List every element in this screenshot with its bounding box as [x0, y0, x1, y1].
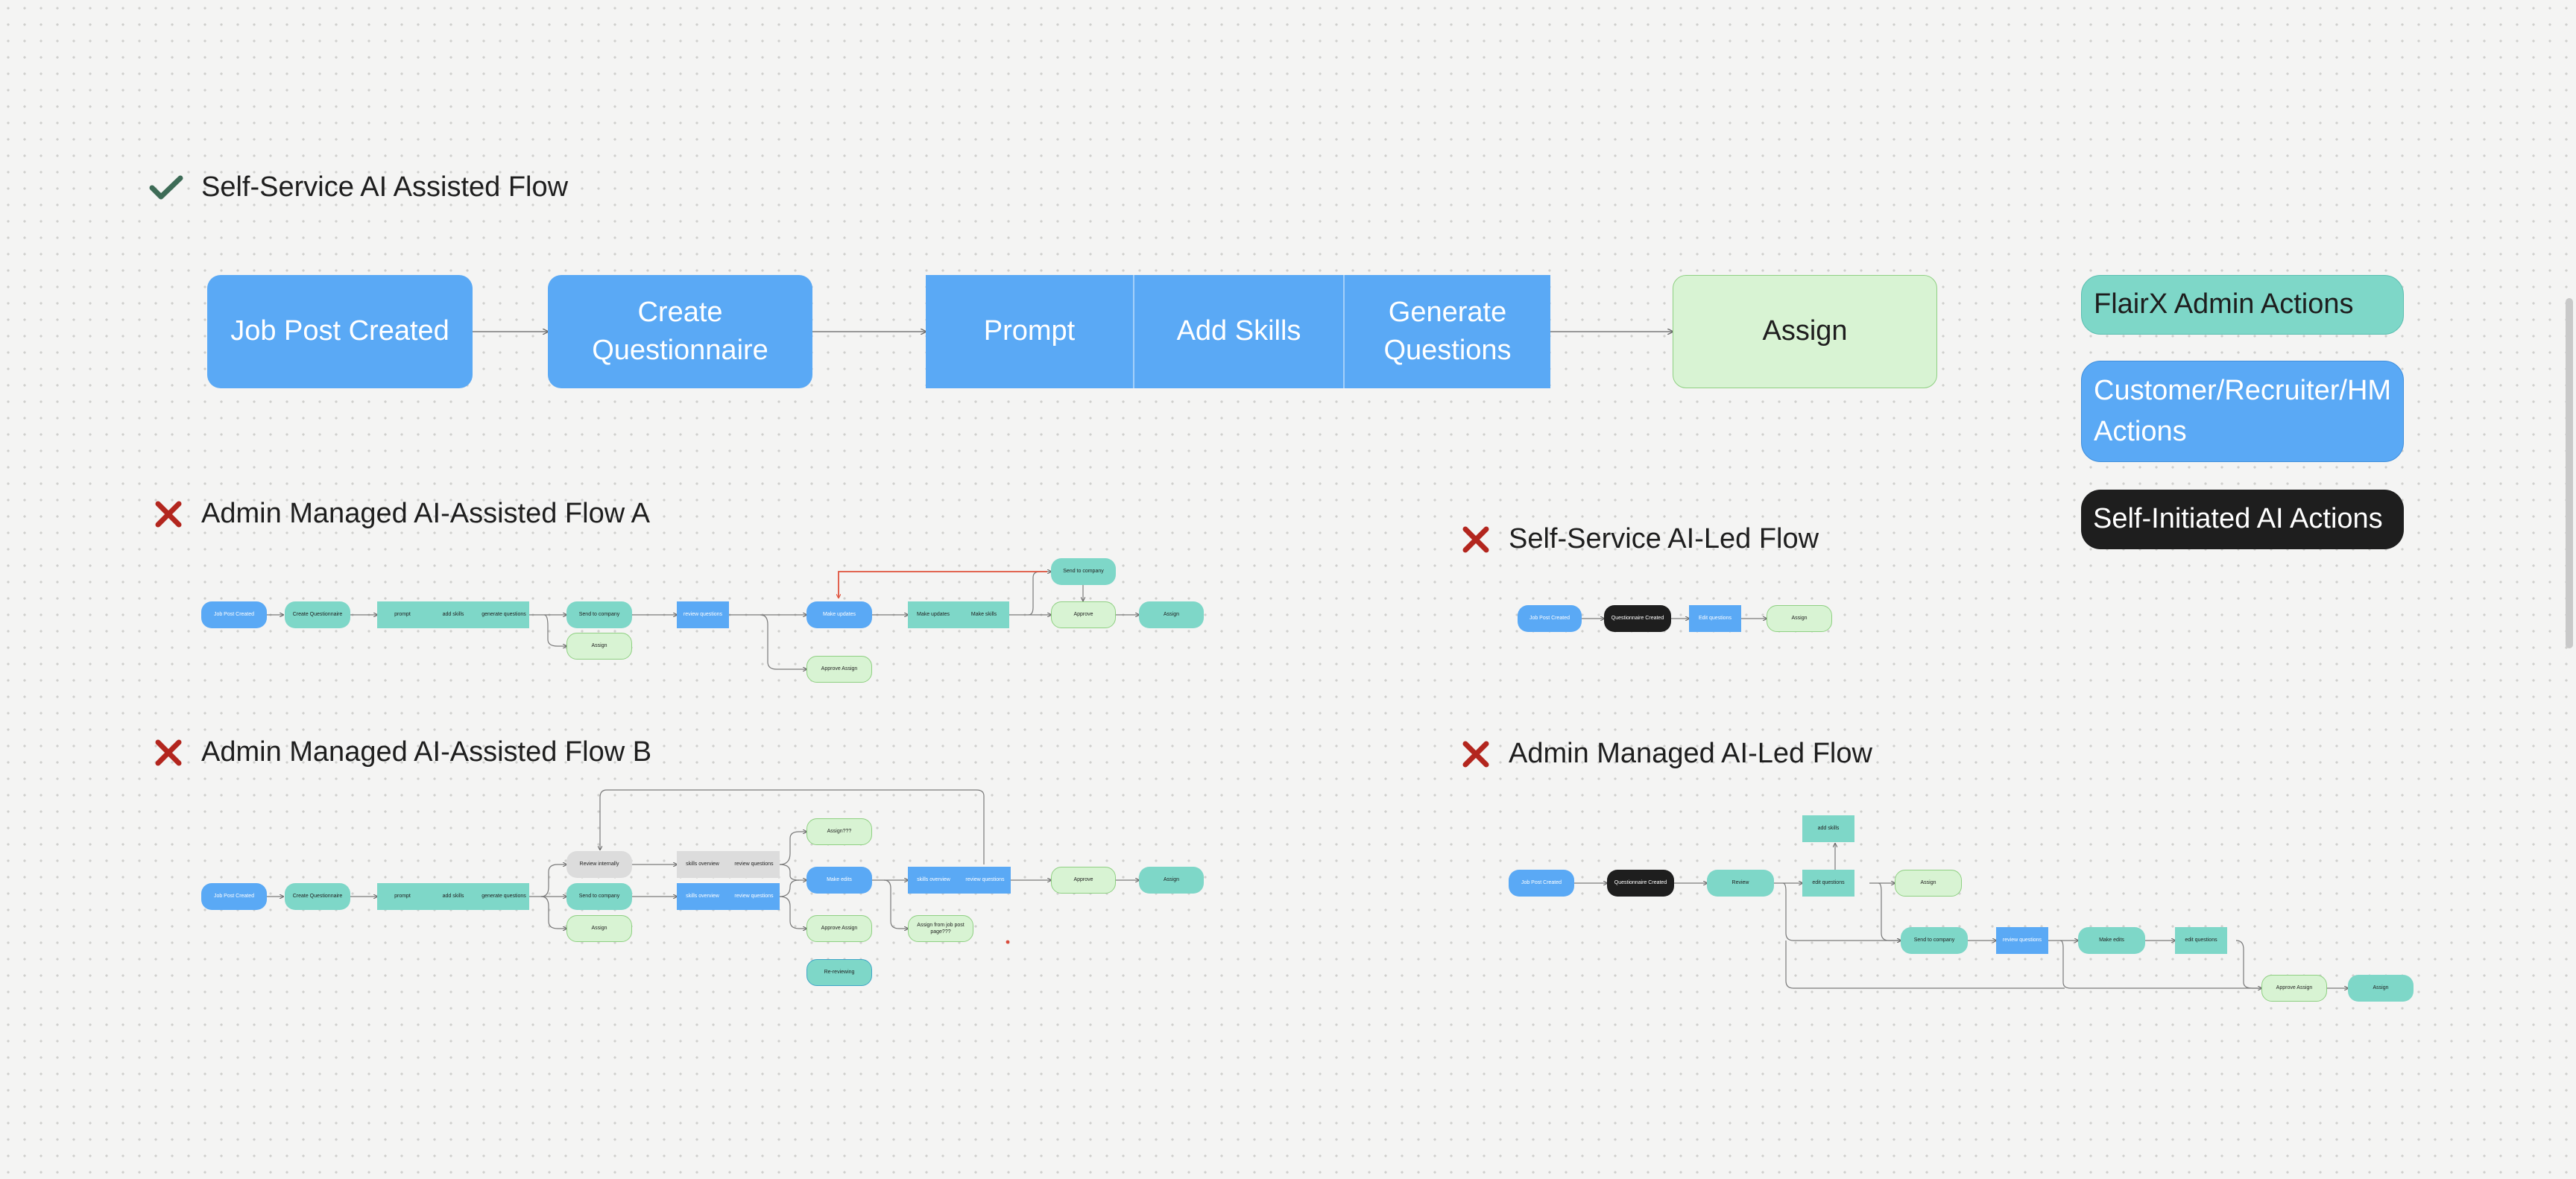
heading-admin-led: Admin Managed AI-Led Flow [1461, 738, 1872, 770]
section-title: Admin Managed AI-Led Flow [1509, 738, 1872, 769]
b-job-post[interactable]: Job Post Created [201, 883, 267, 910]
node-job-post-created[interactable]: Job Post Created [207, 275, 473, 388]
a-generate-questions[interactable]: generate questions [482, 612, 526, 618]
legend-customer-actions: Customer/Recruiter/HM Actions [2081, 361, 2404, 462]
section-title: Admin Managed AI-Assisted Flow B [201, 736, 652, 768]
b-overview-group-3 [908, 867, 1011, 894]
a-assign-final[interactable]: Assign [1139, 601, 1204, 628]
vertical-scrollbar[interactable] [2566, 298, 2573, 648]
cross-icon [1462, 741, 1489, 767]
cross-icon [155, 739, 182, 765]
b-skills-overview[interactable]: skills overview [686, 862, 719, 867]
al-add-skills[interactable]: add skills [1802, 815, 1854, 842]
legend-ai-actions: Self-Initiated AI Actions [2081, 490, 2404, 549]
al-approve-assign[interactable]: Approve Assign [2261, 975, 2327, 1002]
b-make-edits[interactable]: Make edits [806, 867, 872, 894]
a-review-questions[interactable]: review questions [677, 601, 729, 628]
b-send-to-company[interactable]: Send to company [566, 883, 632, 910]
led-edit-questions[interactable]: Edit questions [1689, 605, 1741, 632]
b-assign-question[interactable]: Assign??? [806, 818, 872, 845]
node-add-skills[interactable]: Add Skills [1176, 315, 1301, 347]
a-make-updates[interactable]: Make updates [806, 601, 872, 628]
cross-icon [155, 501, 182, 527]
b-assign[interactable]: Assign [566, 915, 632, 942]
b-re-reviewing[interactable]: Re-reviewing [806, 959, 872, 986]
a-send-to-company[interactable]: Send to company [566, 601, 632, 628]
al-edit-questions-2[interactable]: edit questions [2175, 927, 2227, 954]
al-make-edits[interactable]: Make edits [2078, 927, 2145, 954]
al-questionnaire-created[interactable]: Questionnaire Created [1607, 870, 1674, 897]
legend-admin-actions: FlairX Admin Actions [2081, 275, 2404, 335]
b-overview-group-2 [677, 883, 780, 910]
b-prompt[interactable]: prompt [394, 894, 411, 900]
b-create-questionnaire[interactable]: Create Questionnaire [285, 883, 350, 910]
a-job-post[interactable]: Job Post Created [201, 601, 267, 628]
check-icon [149, 175, 183, 199]
a-add-skills[interactable]: add skills [442, 612, 464, 618]
al-job-post[interactable]: Job Post Created [1509, 870, 1574, 897]
group-divider [1343, 275, 1345, 388]
a-assign[interactable]: Assign [566, 633, 632, 660]
al-assign[interactable]: Assign [1895, 870, 1962, 897]
b-review-internally[interactable]: Review internally [566, 851, 632, 878]
section-title: Self-Service AI-Led Flow [1509, 523, 1819, 554]
b-overview-group [677, 851, 780, 878]
section-title: Admin Managed AI-Assisted Flow A [201, 498, 650, 529]
node-generate-questions[interactable]: Generate Questions [1383, 296, 1512, 366]
led-questionnaire-created[interactable]: Questionnaire Created [1604, 605, 1671, 632]
b-approve[interactable]: Approve [1051, 867, 1116, 894]
b-generate-questions[interactable]: generate questions [482, 894, 526, 900]
b-assign-final[interactable]: Assign [1139, 867, 1204, 894]
heading-admin-assisted-a: Admin Managed AI-Assisted Flow A [154, 498, 650, 530]
b-approve-assign[interactable]: Approve Assign [806, 915, 872, 942]
al-edit-questions[interactable]: edit questions [1802, 870, 1854, 897]
b-skills-overview-2[interactable]: skills overview [686, 894, 719, 900]
heading-self-service-led: Self-Service AI-Led Flow [1461, 523, 1819, 555]
a-prompt[interactable]: prompt [394, 612, 411, 618]
heading-admin-assisted-b: Admin Managed AI-Assisted Flow B [154, 736, 651, 768]
al-review-questions[interactable]: review questions [1996, 927, 2048, 954]
led-assign[interactable]: Assign [1767, 605, 1832, 632]
prompt-group [926, 275, 1550, 388]
group-divider [1133, 275, 1134, 388]
a-send-to-company-2[interactable]: Send to company [1051, 558, 1116, 585]
a-make-updates-2[interactable]: Make updates [917, 612, 950, 618]
al-assign-final[interactable]: Assign [2348, 975, 2414, 1002]
heading-self-service-assisted: Self-Service AI Assisted Flow [149, 171, 568, 203]
a-updates-group [908, 601, 1009, 628]
b-review-questions-3[interactable]: review questions [965, 877, 1005, 883]
b-add-skills[interactable]: add skills [442, 894, 464, 900]
a-create-questionnaire[interactable]: Create Questionnaire [285, 601, 350, 628]
b-review-questions[interactable]: review questions [734, 862, 774, 867]
b-prompt-group [377, 883, 529, 910]
section-title: Self-Service AI Assisted Flow [201, 171, 569, 203]
node-prompt[interactable]: Prompt [983, 315, 1076, 347]
b-assign-from-job-post[interactable]: Assign from job post page??? [908, 915, 973, 942]
b-skills-overview-3[interactable]: skills overview [917, 877, 950, 883]
led-job-post[interactable]: Job Post Created [1518, 605, 1582, 632]
al-review[interactable]: Review [1707, 870, 1774, 897]
a-approve-assign[interactable]: Approve Assign [806, 656, 872, 683]
a-approve[interactable]: Approve [1051, 601, 1116, 628]
node-create-questionnaire[interactable]: Create Questionnaire [548, 275, 812, 388]
a-prompt-group [377, 601, 529, 628]
al-send-to-company[interactable]: Send to company [1901, 927, 1968, 954]
b-review-questions-2[interactable]: review questions [734, 894, 774, 900]
node-assign[interactable]: Assign [1673, 275, 1937, 388]
cross-icon [1462, 526, 1489, 552]
a-make-skills[interactable]: Make skills [970, 612, 997, 618]
